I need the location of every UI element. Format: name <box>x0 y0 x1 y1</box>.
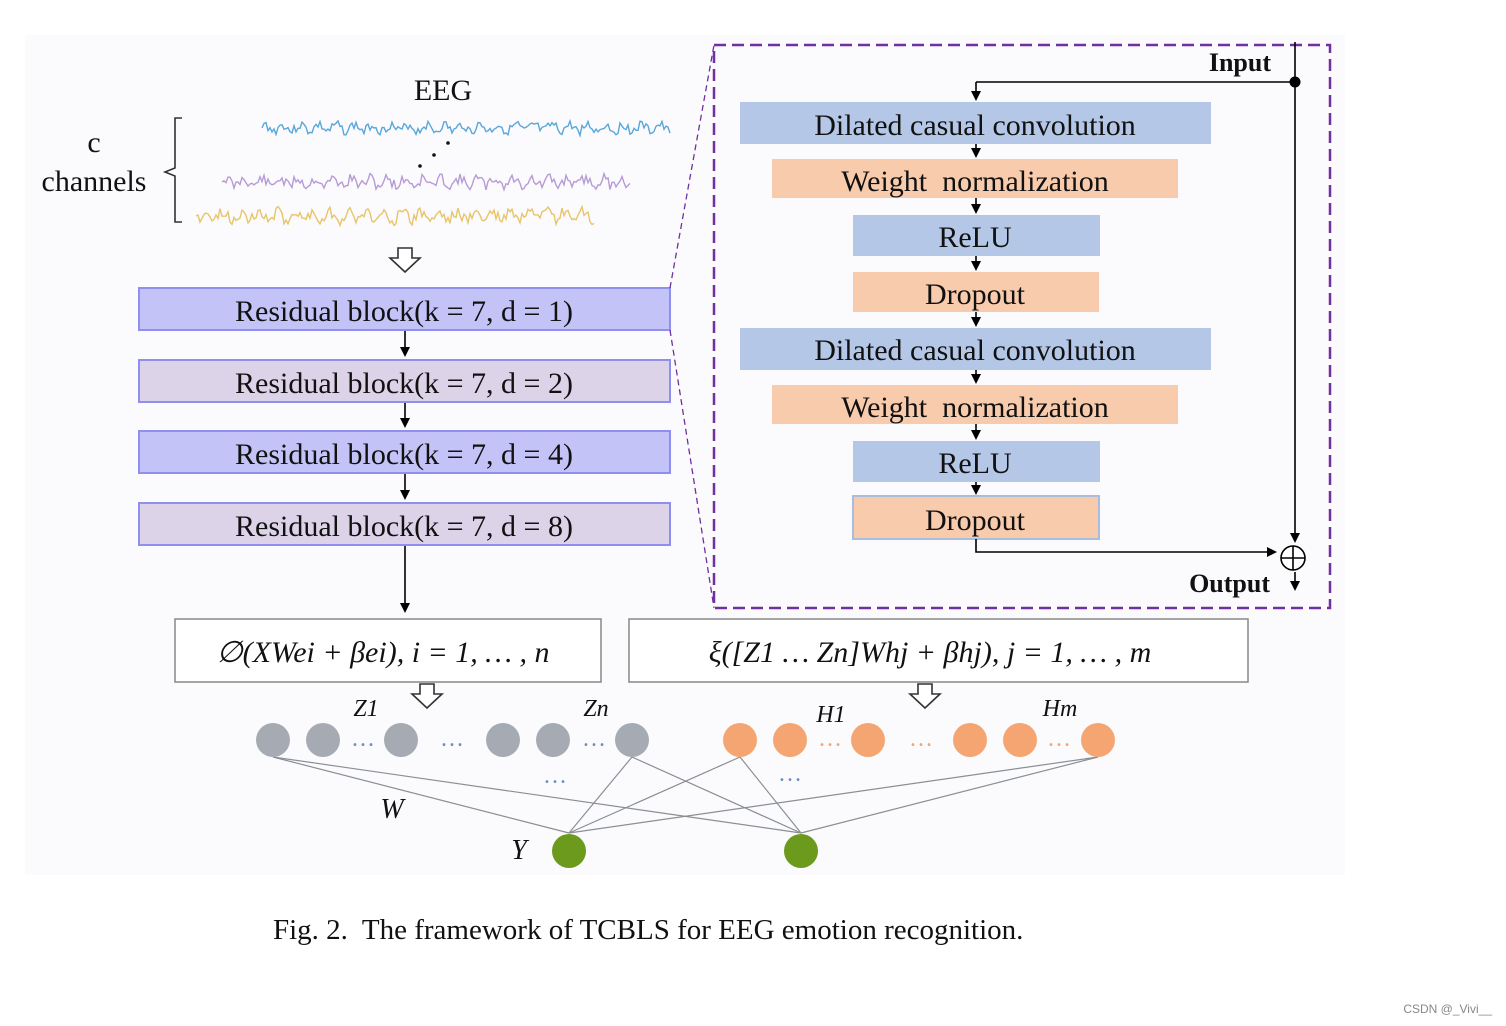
ellipsis-feature-lower: … <box>543 763 567 789</box>
layer-dilated-conv-2 <box>740 328 1211 370</box>
eeg-wave-blue <box>261 118 671 139</box>
eeg-wave-yellow <box>195 204 595 228</box>
feature-node <box>486 723 520 757</box>
layer-relu-2-label: ReLU <box>938 447 1012 480</box>
output-node <box>552 834 586 868</box>
enhancement-nodes <box>723 723 1115 757</box>
feature-mapping-formula: ∅(XWei + βei), i = 1, … , n <box>217 636 550 669</box>
label-z1: Z1 <box>353 696 378 722</box>
eeg-wave-purple <box>221 171 631 192</box>
layer-dilated-conv-2-label: Dilated casual convolution <box>814 334 1136 367</box>
hollow-down-arrow-enhancement <box>907 683 943 710</box>
ellipsis-feature-3: … <box>582 726 606 752</box>
residual-block-detail-box <box>712 43 1332 610</box>
layer-dropout-1 <box>853 272 1099 312</box>
layer-relu-1 <box>853 215 1100 256</box>
layer-weight-norm-1 <box>772 159 1178 198</box>
label-hm: Hm <box>1042 696 1078 722</box>
residual-block-1-label: Residual block(k = 7, d = 1) <box>235 295 573 328</box>
connection-lines <box>272 756 1099 834</box>
ellipsis-feature-1: … <box>351 726 375 752</box>
output-label: Output <box>1189 569 1270 598</box>
ellipsis-feature-2: … <box>440 726 464 752</box>
label-y: Y <box>511 835 530 866</box>
ellipsis-enhancement-1: … <box>818 726 842 752</box>
residual-block-3 <box>138 430 671 474</box>
feature-node <box>615 723 649 757</box>
layer-dilated-conv-1 <box>740 102 1211 144</box>
enhancement-node <box>723 723 757 757</box>
channels-brace <box>162 117 182 223</box>
feature-nodes <box>256 723 649 757</box>
output-nodes <box>552 834 818 868</box>
enhancement-box <box>628 618 1249 683</box>
residual-block-3-label: Residual block(k = 7, d = 4) <box>235 438 573 471</box>
figure-caption: Fig. 2. The framework of TCBLS for EEG e… <box>273 914 1024 946</box>
feature-mapping-box <box>174 618 602 683</box>
label-h1: H1 <box>815 702 845 728</box>
input-label: Input <box>1209 48 1271 77</box>
sum-node-icon <box>1280 545 1306 571</box>
layer-dropout-2 <box>852 495 1100 540</box>
input-junction-dot <box>1289 76 1301 88</box>
layer-weight-norm-2 <box>772 385 1178 424</box>
layer-weight-norm-1-label: Weight normalization <box>841 165 1109 198</box>
residual-block-4 <box>138 502 671 546</box>
layer-dilated-conv-1-label: Dilated casual convolution <box>814 109 1136 142</box>
enhancement-node <box>1003 723 1037 757</box>
feature-node <box>306 723 340 757</box>
watermark: CSDN @_Vivi__ <box>1403 1002 1492 1016</box>
enhancement-node <box>1081 723 1115 757</box>
ellipsis-enhancement-3: … <box>1047 726 1071 752</box>
eeg-title: EEG <box>414 74 472 107</box>
layer-dropout-1-label: Dropout <box>925 278 1026 311</box>
output-node <box>784 834 818 868</box>
detail-flow-arrows <box>971 42 1300 591</box>
channels-label-c: c <box>87 126 100 159</box>
residual-block-1 <box>138 287 671 331</box>
enhancement-node <box>851 723 885 757</box>
enhancement-node <box>773 723 807 757</box>
ellipsis-enhancement-lower: … <box>778 761 802 787</box>
residual-block-2-label: Residual block(k = 7, d = 2) <box>235 367 573 400</box>
label-w: W <box>380 794 406 825</box>
label-zn: Zn <box>583 696 608 722</box>
layer-dropout-2-label: Dropout <box>925 504 1026 537</box>
layer-weight-norm-2-label: Weight normalization <box>841 391 1109 424</box>
feature-node <box>536 723 570 757</box>
enhancement-node <box>953 723 987 757</box>
layer-relu-2 <box>853 441 1100 482</box>
channels-label: channels <box>42 165 147 198</box>
residual-block-2 <box>138 359 671 403</box>
hollow-down-arrow-feature <box>409 683 445 710</box>
enhancement-formula: ξ([Z1 … Zn]Whj + βhj), j = 1, … , m <box>709 636 1152 669</box>
residual-block-4-label: Residual block(k = 7, d = 8) <box>235 510 573 543</box>
hollow-down-arrow-eeg <box>387 247 423 274</box>
layer-relu-1-label: ReLU <box>938 221 1012 254</box>
eeg-vertical-ellipsis <box>418 141 450 168</box>
ellipsis-enhancement-2: … <box>909 726 933 752</box>
feature-node <box>256 723 290 757</box>
feature-node <box>384 723 418 757</box>
zoom-lines <box>669 44 715 609</box>
